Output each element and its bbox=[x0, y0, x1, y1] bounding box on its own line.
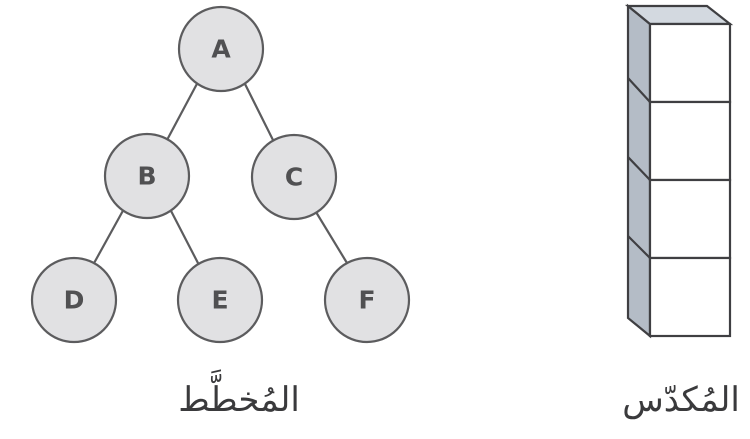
stack-caption: المُكدّس bbox=[622, 380, 740, 420]
node-label-C: C bbox=[285, 163, 303, 192]
tree-node-F: F bbox=[323, 256, 411, 344]
node-label-F: F bbox=[358, 286, 375, 315]
edge-C-F bbox=[315, 211, 348, 264]
edge-A-C bbox=[242, 79, 274, 141]
stack-left-side-face bbox=[626, 3, 652, 339]
tree-node-C: C bbox=[250, 133, 338, 221]
node-circle-A bbox=[177, 5, 265, 93]
stack-cube-3 bbox=[648, 178, 732, 260]
node-label-E: E bbox=[211, 286, 228, 315]
stack-cube-2 bbox=[648, 100, 732, 182]
node-label-A: A bbox=[211, 35, 231, 64]
node-circle-D bbox=[30, 256, 118, 344]
node-circle-C bbox=[250, 133, 338, 221]
tree-node-D: D bbox=[30, 256, 118, 344]
tree-node-A: A bbox=[177, 5, 265, 93]
node-label-D: D bbox=[64, 286, 85, 315]
side-divider-2 bbox=[627, 156, 651, 181]
side-divider-3 bbox=[627, 235, 651, 259]
edge-B-D bbox=[92, 206, 126, 266]
node-circle-E bbox=[176, 256, 264, 344]
tree-node-B: B bbox=[103, 132, 191, 220]
node-circle-F bbox=[323, 256, 411, 344]
tree-caption: المُخطَّط bbox=[178, 369, 300, 420]
node-circle-B bbox=[103, 132, 191, 220]
node-label-B: B bbox=[137, 162, 156, 191]
stack-diagram: المُكدّس bbox=[622, 3, 740, 420]
tree-node-E: E bbox=[176, 256, 264, 344]
tree-edges bbox=[92, 79, 348, 266]
stack-cube-4 bbox=[648, 256, 732, 338]
tree-diagram: A B C D E F المُخطَّط bbox=[30, 5, 411, 420]
stack-cube-1 bbox=[648, 22, 732, 104]
side-divider-1 bbox=[627, 77, 651, 103]
edge-B-E bbox=[168, 206, 200, 266]
edge-A-B bbox=[166, 79, 200, 141]
